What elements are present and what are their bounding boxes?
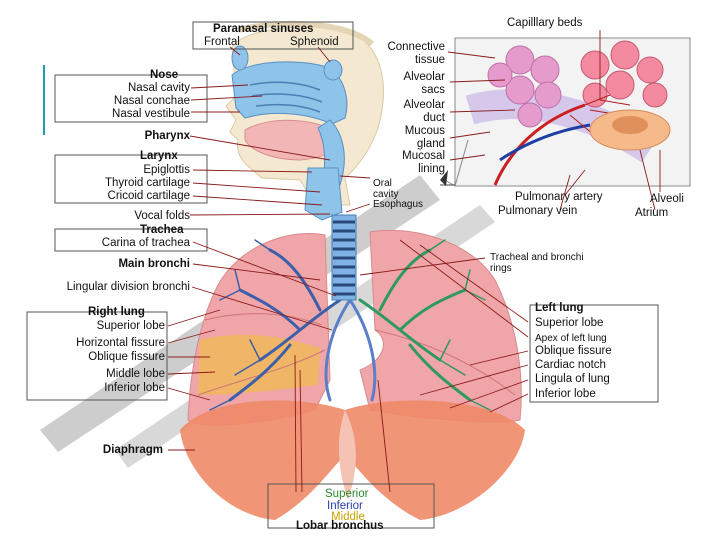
- label-nasal-vestibule: Nasal vestibule: [112, 108, 190, 120]
- label-nose: Nose: [150, 69, 179, 81]
- label-right-oblique-fissure: Oblique fissure: [88, 351, 165, 363]
- label-nasal-cavity: Nasal cavity: [128, 82, 190, 94]
- label-larynx: Larynx: [140, 150, 178, 162]
- label-epiglottis: Epiglottis: [143, 164, 190, 176]
- label-cricoid-cartilage: Cricoid cartilage: [107, 190, 190, 202]
- label-lobar-middle: Middle: [331, 511, 365, 523]
- label-horizontal-fissure: Horizontal fissure: [76, 337, 165, 349]
- label-trachea: Trachea: [140, 224, 184, 236]
- label-nasal-conchae: Nasal conchae: [113, 95, 190, 107]
- label-lobar-inferior: Inferior: [327, 500, 363, 512]
- lobar-box: [267, 483, 435, 529]
- alveoli-inset: [444, 37, 691, 187]
- label-alveolar-duct: Alveolar duct: [403, 99, 445, 124]
- accent-bar: [43, 65, 45, 135]
- nasal-cavity-shape: [231, 61, 348, 125]
- label-pharynx: Pharynx: [144, 130, 190, 142]
- label-thyroid-cartilage: Thyroid cartilage: [104, 177, 190, 189]
- label-sphenoid: Sphenoid: [290, 36, 339, 48]
- label-esophagus: Esophagus: [373, 199, 424, 210]
- bronchial-tree: [209, 239, 491, 411]
- label-tracheal-rings: Tracheal and bronchi rings: [490, 252, 584, 274]
- label-vocal-folds: Vocal folds: [134, 210, 190, 222]
- trachea-box: [54, 228, 208, 252]
- label-left-superior-lobe: Superior lobe: [535, 317, 604, 329]
- label-carina: Carina of trachea: [101, 237, 190, 249]
- left-lung-box: [529, 304, 659, 403]
- paranasal-box: [192, 21, 354, 50]
- label-left-lung: Left lung: [535, 302, 584, 314]
- label-left-oblique-fissure: Oblique fissure: [535, 345, 612, 357]
- frontal-sinus: [231, 45, 249, 71]
- label-connective-tissue: Connective tissue: [387, 41, 445, 66]
- label-pulmonary-artery: Pulmonary artery: [515, 191, 603, 203]
- label-atrium: Atrium: [635, 207, 669, 219]
- label-cardiac-notch: Cardiac notch: [535, 359, 606, 371]
- label-right-lung: Right lung: [88, 306, 145, 318]
- leader-lines: [167, 30, 661, 493]
- label-capillary-beds: Capilllary beds: [507, 17, 583, 29]
- label-right-inferior-lobe: Inferior lobe: [104, 382, 165, 394]
- label-alveolar-sacs: Alveolar sacs: [403, 71, 445, 96]
- label-left-inferior-lobe: Inferior lobe: [535, 388, 596, 400]
- label-pulmonary-vein: Pulmonary vein: [498, 205, 578, 217]
- larynx-shape: [304, 167, 343, 221]
- label-lobar-bronchus: Lobar bronchus: [296, 520, 384, 532]
- label-mucosal-lining: Mucosal lining: [402, 150, 445, 175]
- nose-box: [54, 74, 208, 123]
- label-diaphragm: Diaphragm: [102, 444, 163, 456]
- right-lung-box: [26, 311, 168, 401]
- label-lobar-superior: Superior: [325, 488, 369, 500]
- right-lung-shape: [187, 232, 331, 426]
- label-oral-cavity: Oral cavity: [373, 178, 399, 200]
- label-middle-lobe: Middle lobe: [106, 368, 165, 380]
- trachea-shape: [331, 214, 357, 301]
- label-paranasal-sinuses: Paranasal sinuses: [213, 23, 314, 35]
- label-mucous-gland: Mucous gland: [404, 125, 445, 150]
- sphenoid-sinus: [323, 59, 343, 81]
- label-lingula: Lingula of lung: [535, 373, 610, 385]
- label-lingular-division: Lingular division bronchi: [66, 281, 190, 293]
- label-alveoli: Alveoli: [650, 193, 684, 205]
- label-frontal: Frontal: [204, 36, 240, 48]
- label-apex-left-lung: Apex of left lung: [535, 333, 607, 344]
- larynx-box: [54, 154, 208, 204]
- label-right-superior-lobe: Superior lobe: [96, 320, 165, 332]
- label-main-bronchi: Main bronchi: [118, 258, 190, 270]
